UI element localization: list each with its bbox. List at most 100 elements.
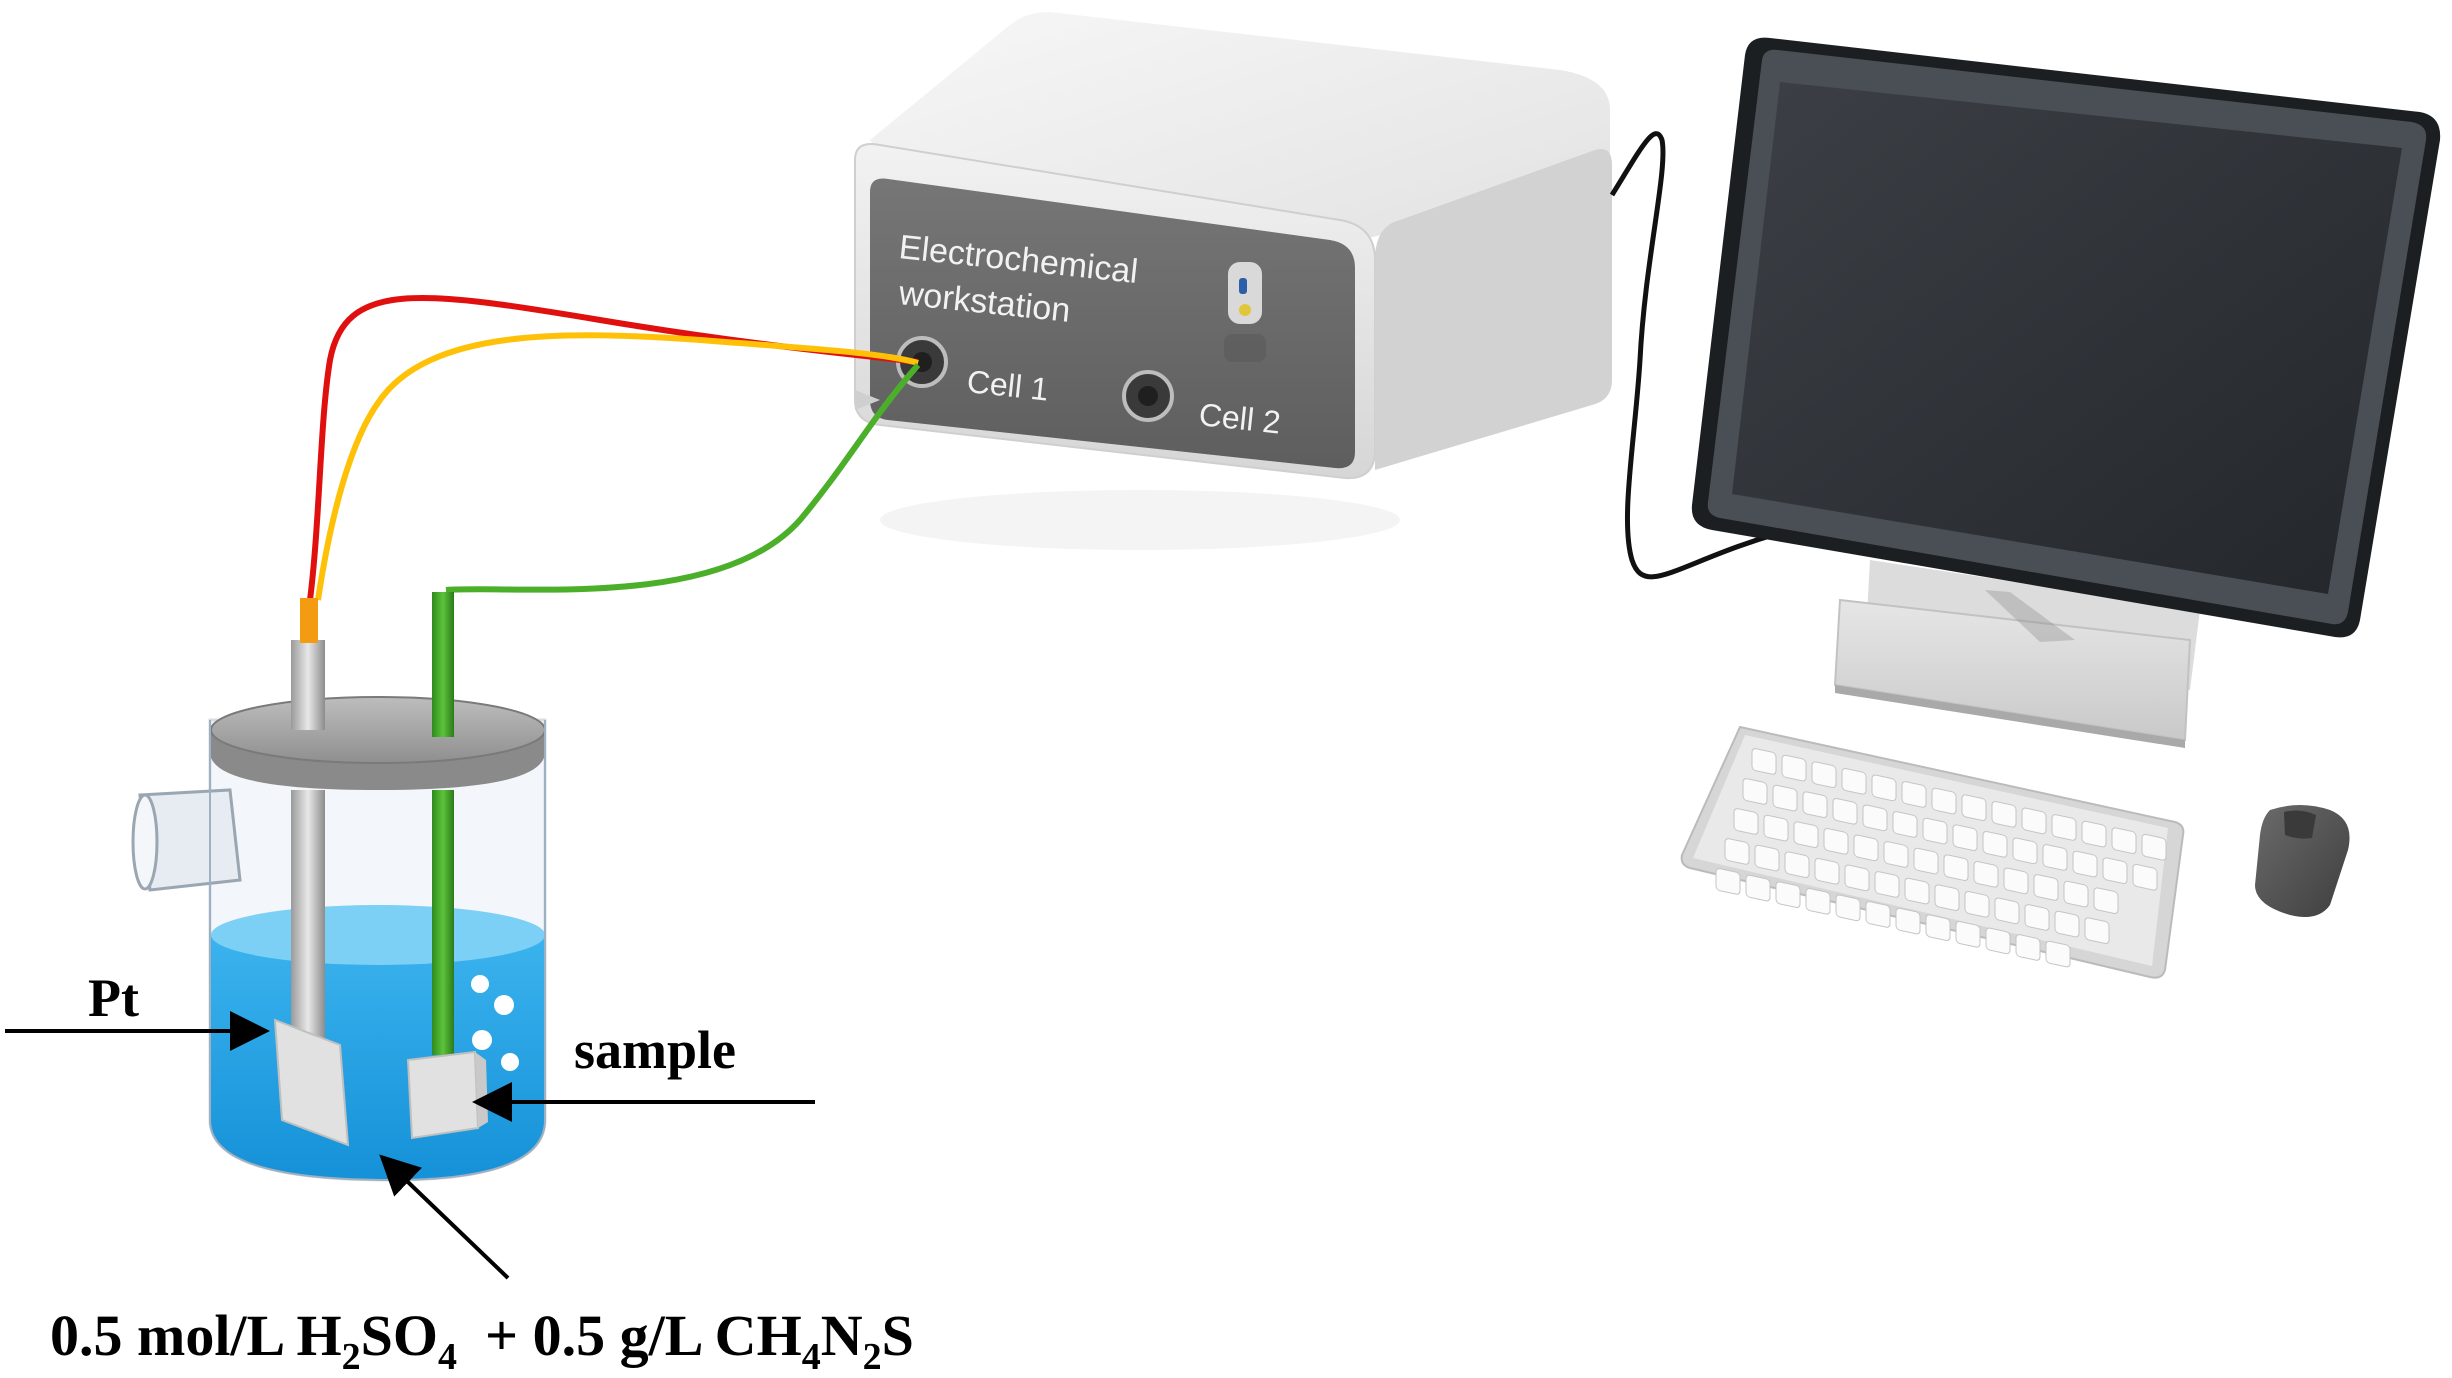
- electrolyte-part2-sub1: 4: [802, 1336, 821, 1378]
- electrolyte-solution: [210, 935, 545, 1180]
- keyboard-key: [1853, 834, 1879, 862]
- keyboard-key: [1745, 874, 1771, 902]
- solution-surface: [211, 905, 545, 965]
- keyboard-key: [2045, 940, 2071, 968]
- keyboard-key: [1883, 841, 1909, 868]
- electrolyte-part1-prefix: 0.5 mol/L H: [50, 1303, 342, 1368]
- keyboard-key: [2081, 820, 2107, 848]
- keyboard-key: [1862, 804, 1888, 832]
- electrolyte-part1-sub1: 2: [342, 1336, 361, 1378]
- keyboard-key: [1973, 860, 1999, 888]
- annotation-arrows: [5, 1011, 815, 1280]
- keyboard-keys: [1715, 748, 2167, 968]
- keyboard-key: [1931, 787, 1957, 815]
- keyboard-key: [1955, 920, 1981, 948]
- keyboard-key: [1775, 881, 1801, 908]
- keyboard-key: [1781, 754, 1807, 782]
- keyboard-key: [2084, 917, 2110, 944]
- keyboard-key: [1724, 838, 1750, 865]
- keyboard-key: [1742, 778, 1768, 805]
- keyboard-key: [1814, 857, 1840, 885]
- keyboard-key: [2012, 837, 2038, 865]
- keyboard-key: [1715, 868, 1741, 895]
- pt-plate: [273, 1018, 350, 1147]
- indicator-light-icon: [1224, 262, 1266, 362]
- keyboard-key: [2111, 827, 2137, 854]
- green-wire: [445, 363, 921, 593]
- computer: [1680, 37, 2441, 979]
- keyboard-key: [1763, 814, 1789, 842]
- keyboard-key: [2102, 857, 2128, 884]
- monitor-screen: [1732, 82, 2402, 594]
- cell2-port-connector: [1122, 370, 1174, 422]
- keyboard-key: [1934, 884, 1960, 911]
- cell1-label: Cell 1: [965, 363, 1050, 407]
- front-panel: [870, 178, 1355, 469]
- keyboard-key: [1751, 748, 1777, 775]
- electrochemical-cell: [131, 592, 547, 1182]
- keyboard-key: [1802, 791, 1828, 818]
- keyboard-key: [2093, 887, 2119, 914]
- monitor: [1691, 37, 2441, 638]
- mouse: [2255, 805, 2350, 918]
- keyboard-key: [2132, 863, 2158, 891]
- keyboard-key: [1922, 817, 1948, 845]
- keyboard-key: [1943, 854, 1969, 881]
- pt-electrode: [273, 598, 350, 1147]
- keyboard-key: [1871, 774, 1897, 802]
- keyboard-key: [1874, 871, 1900, 898]
- keyboard-key: [1961, 794, 1987, 821]
- yellow-wire: [315, 332, 919, 601]
- keyboard-key: [2021, 807, 2047, 835]
- keyboard-key: [1832, 797, 1858, 825]
- keyboard-key: [1991, 800, 2017, 828]
- keyboard-key: [1793, 821, 1819, 848]
- sample-plate: [406, 1050, 480, 1140]
- keyboard-key: [2051, 814, 2077, 841]
- keyboard-key: [1805, 887, 1831, 915]
- keyboard-key: [1844, 864, 1870, 892]
- keyboard-key: [2042, 844, 2068, 871]
- keyboard-key: [1895, 907, 1921, 935]
- cell2-label: Cell 2: [1197, 396, 1282, 440]
- keyboard-key: [2003, 867, 2029, 895]
- electrolyte-part2-mid: N: [821, 1303, 863, 1368]
- keyboard-key: [2033, 874, 2059, 901]
- keyboard-key: [1892, 811, 1918, 838]
- monitor-cable: [1609, 131, 1791, 580]
- pt-label: Pt: [88, 968, 139, 1028]
- keyboard-key: [1811, 761, 1837, 788]
- keyboard-key: [1733, 808, 1759, 835]
- keyboard-key: [1964, 890, 1990, 918]
- keyboard-key: [1754, 844, 1780, 872]
- keyboard-key: [2141, 833, 2167, 861]
- beaker-side-port: [131, 788, 242, 892]
- keyboard-key: [1823, 827, 1849, 855]
- monitor-stand: [1833, 560, 2200, 748]
- keyboard: [1680, 725, 2185, 979]
- electrolyte-part2-sub2: 2: [863, 1336, 882, 1378]
- keyboard-key: [1952, 824, 1978, 851]
- keyboard-key: [1904, 877, 1930, 905]
- connection-wires: [307, 131, 1791, 601]
- electrolyte-arrow: [379, 1154, 510, 1280]
- keyboard-key: [2015, 934, 2041, 961]
- gas-bubbles: [471, 975, 519, 1071]
- keyboard-key: [1901, 781, 1927, 808]
- electrolyte-part1-mid: SO: [361, 1303, 438, 1368]
- cell-lid: [210, 696, 546, 790]
- keyboard-key: [1835, 894, 1861, 922]
- keyboard-key: [1772, 784, 1798, 812]
- electrolyte-part2-prefix: + 0.5 g/L CH: [485, 1303, 802, 1368]
- keyboard-key: [1994, 897, 2020, 925]
- keyboard-key: [1784, 851, 1810, 878]
- keyboard-key: [1865, 901, 1891, 928]
- red-wire: [307, 294, 919, 601]
- keyboard-key: [2024, 904, 2050, 931]
- electrolyte-part2-suffix: S: [882, 1303, 914, 1368]
- keyboard-key: [2054, 910, 2080, 938]
- keyboard-key: [1982, 830, 2008, 858]
- device-shadow: [880, 490, 1400, 550]
- keyboard-key: [1841, 767, 1867, 795]
